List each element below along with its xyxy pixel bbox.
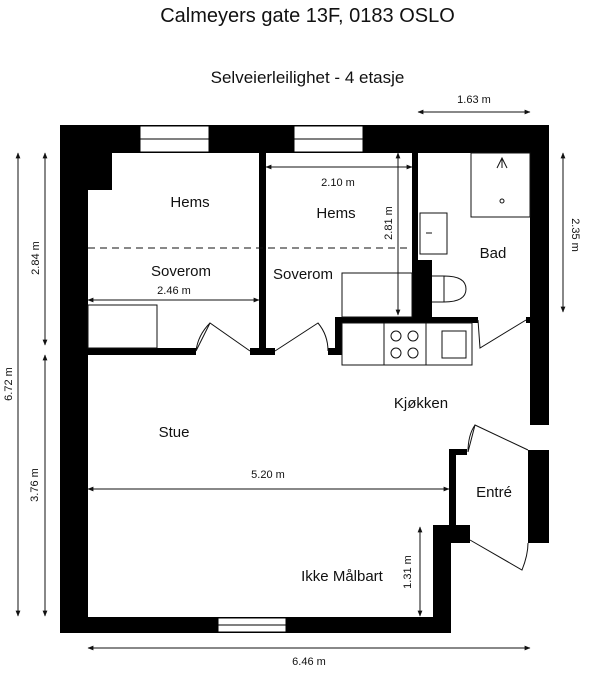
room-label-soverom-right: Soverom [273,266,333,283]
room-label-kjokken: Kjøkken [394,395,448,412]
address-title: Calmeyers gate 13F, 0183 OSLO [160,5,455,27]
dim-label: 6.72 m [3,367,15,401]
room-label-soverom-left: Soverom [151,263,211,280]
dimension-labels: 1.63 m 2.10 m 2.81 m 2.35 m 2.84 m 2.46 … [3,94,581,668]
kitchen-counter [341,322,473,366]
walls [60,125,549,633]
room-label-hems-left: Hems [170,194,209,211]
doors [195,319,529,571]
bathroom-sink [419,212,448,255]
subtitle: Selveierleilighet - 4 etasje [210,68,405,87]
door [469,539,529,571]
room-label-ikke-malbart: Ikke Målbart [301,568,384,585]
door [467,424,529,453]
dim-label: 2.35 m [569,218,581,252]
windows [139,125,364,633]
kitchen-sink [441,330,467,359]
dim-label: 2.46 m [157,285,191,297]
dim-label: 2.81 m [383,206,395,240]
door [477,319,527,349]
door [274,322,329,352]
dimension-lines [15,109,566,651]
dim-label: 2.84 m [30,241,42,275]
stove [383,322,427,366]
room-label-entre: Entré [476,484,512,501]
closet [341,272,413,318]
dim-label: 1.31 m [402,555,414,589]
room-label-bad: Bad [480,245,507,262]
dim-label: 5.20 m [251,469,285,481]
dim-label: 1.63 m [457,94,491,106]
room-label-hems-right: Hems [316,205,355,222]
room-labels: Hems Hems Soverom Soverom Bad Kjøkken St… [151,194,512,585]
shower [470,152,531,218]
closet [87,304,158,349]
dim-label: 3.76 m [29,468,41,502]
dim-label: 6.46 m [292,656,326,668]
room-label-stue: Stue [159,424,190,441]
dim-label: 2.10 m [321,177,355,189]
toilet [432,275,467,303]
fixtures [87,152,531,366]
door [195,322,251,352]
shower-head-icon [496,156,508,169]
